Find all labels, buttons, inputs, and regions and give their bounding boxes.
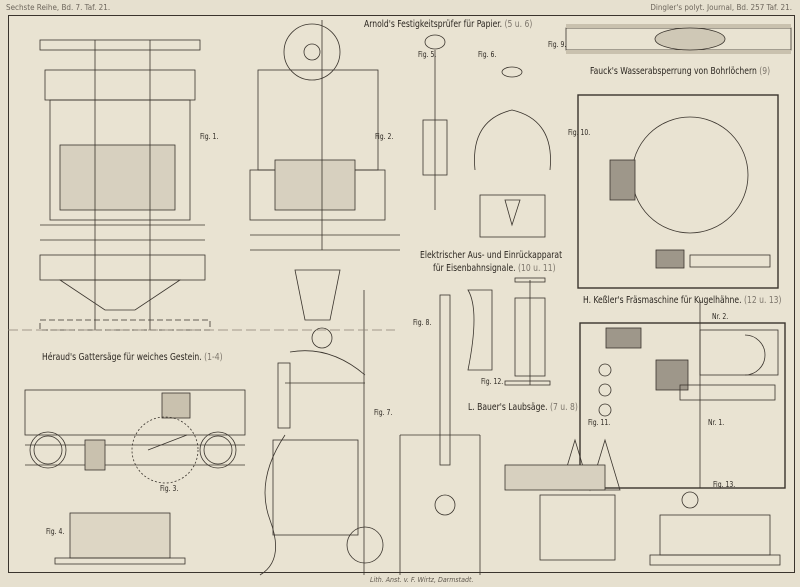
fig10-label: Fig. 10. bbox=[568, 128, 591, 137]
fig12-drawing bbox=[467, 277, 551, 386]
plate-frame bbox=[8, 15, 795, 573]
fig8-drawing bbox=[399, 294, 481, 575]
fig2-label: Fig. 2. bbox=[375, 132, 394, 141]
title-kessler: H. Keßler's Fräsmaschine für Kugelhähne.… bbox=[583, 295, 782, 306]
fig4-drawing bbox=[54, 512, 186, 565]
fig6-label: Fig. 6. bbox=[478, 50, 497, 59]
fig12-label: Fig. 12. bbox=[481, 377, 504, 386]
fig3-label: Fig. 3. bbox=[160, 484, 179, 493]
fig8-label: Fig. 8. bbox=[413, 318, 432, 327]
fig11-drawing bbox=[579, 300, 786, 489]
nr1-label: Nr. 1. bbox=[708, 418, 725, 427]
fig10-drawing bbox=[577, 94, 779, 289]
fig9-drawing bbox=[565, 24, 792, 54]
title-arnold: Arnold's Festigkeitsprüfer für Papier. (… bbox=[364, 19, 533, 30]
fig7-label: Fig. 7. bbox=[374, 408, 393, 417]
title-elektrisch-line2: für Eisenbahnsignale. (10 u. 11) bbox=[433, 263, 556, 274]
title-elektrisch-line1: Elektrischer Aus- und Einrückapparat bbox=[420, 250, 563, 261]
title-heraud: Héraud's Gattersäge für weiches Gestein.… bbox=[42, 352, 223, 363]
fig2-drawing bbox=[249, 20, 400, 349]
fig7-drawing bbox=[259, 290, 384, 576]
title-bauer: L. Bauer's Laubsäge. (7 u. 8) bbox=[468, 402, 578, 413]
fig13-label: Fig. 13. bbox=[713, 480, 736, 489]
fig4-label: Fig. 4. bbox=[46, 527, 65, 536]
header-left: Sechste Reihe, Bd. 7. Taf. 21. bbox=[6, 3, 111, 12]
nr2-label: Nr. 2. bbox=[712, 312, 729, 321]
fig11-label: Fig. 11. bbox=[588, 418, 611, 427]
fig3-drawing bbox=[24, 389, 246, 484]
fig13-drawing bbox=[504, 438, 781, 566]
fig1-label: Fig. 1. bbox=[200, 132, 219, 141]
header-right: Dingler's polyt. Journal, Bd. 257 Taf. 2… bbox=[650, 3, 792, 12]
fig1-drawing bbox=[39, 39, 211, 331]
fig5-label: Fig. 5. bbox=[418, 50, 437, 59]
lithographer-credit: Lith. Anst. v. F. Wirtz, Darmstadt. bbox=[370, 576, 474, 584]
fig9-label: Fig. 9. bbox=[548, 40, 567, 49]
title-fauck: Fauck's Wasserabsperrung von Bohrlöchern… bbox=[590, 66, 771, 77]
fig5-6-drawing bbox=[422, 34, 551, 238]
